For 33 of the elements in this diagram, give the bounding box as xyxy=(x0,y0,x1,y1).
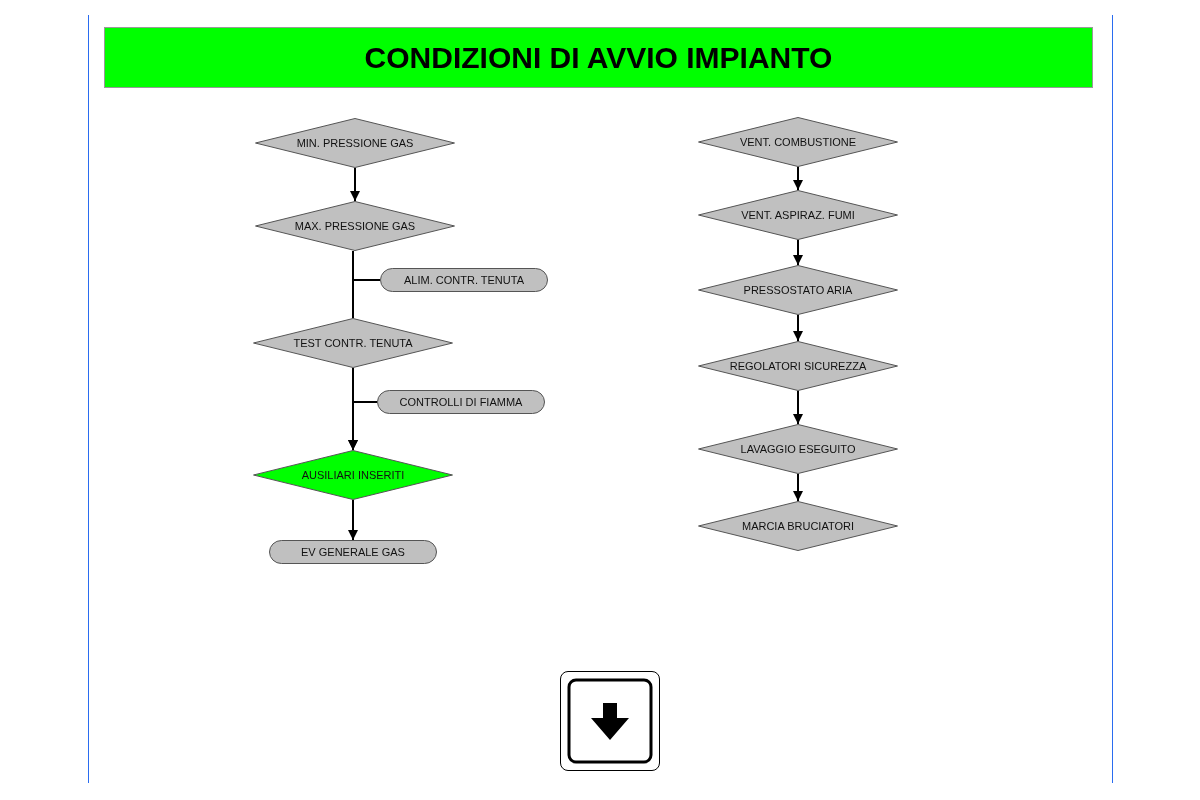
node-label: MAX. PRESSIONE GAS xyxy=(294,220,416,232)
node-label: TEST CONTR. TENUTA xyxy=(293,337,413,349)
node-label: CONTROLLI DI FIAMMA xyxy=(399,396,523,408)
node-label: ALIM. CONTR. TENUTA xyxy=(404,274,524,286)
decision-diamond xyxy=(255,201,455,251)
connector-line xyxy=(350,167,360,202)
node-label: AUSILIARI INSERITI xyxy=(301,469,405,481)
connector-line xyxy=(793,239,803,266)
decision-diamond xyxy=(698,341,898,391)
decision-diamond xyxy=(253,450,453,500)
node-label: VENT. ASPIRAZ. FUMI xyxy=(741,209,855,221)
decision-diamond xyxy=(698,501,898,551)
connector-line xyxy=(793,390,803,425)
node-label: LAVAGGIO ESEGUITO xyxy=(740,443,856,455)
node-label: PRESSOSTATO ARIA xyxy=(743,284,853,296)
node-label: EV GENERALE GAS xyxy=(301,546,405,558)
connector-line xyxy=(352,279,381,319)
decision-diamond xyxy=(698,117,898,167)
decision-diamond xyxy=(698,265,898,315)
connector-line xyxy=(348,401,378,451)
node-label: VENT. COMBUSTIONE xyxy=(739,136,857,148)
node-label: REGOLATORI SICUREZZA xyxy=(729,360,867,372)
decision-diamond xyxy=(698,190,898,240)
connector-line xyxy=(348,499,358,541)
node-label: MIN. PRESSIONE GAS xyxy=(296,137,414,149)
connector-line xyxy=(793,166,803,191)
connector-line xyxy=(793,314,803,342)
node-label: MARCIA BRUCIATORI xyxy=(741,520,855,532)
connector-line xyxy=(793,473,803,502)
decision-diamond xyxy=(253,318,453,368)
title-banner: CONDIZIONI DI AVVIO IMPIANTO xyxy=(104,27,1093,88)
decision-diamond xyxy=(255,118,455,168)
decision-diamond xyxy=(698,424,898,474)
